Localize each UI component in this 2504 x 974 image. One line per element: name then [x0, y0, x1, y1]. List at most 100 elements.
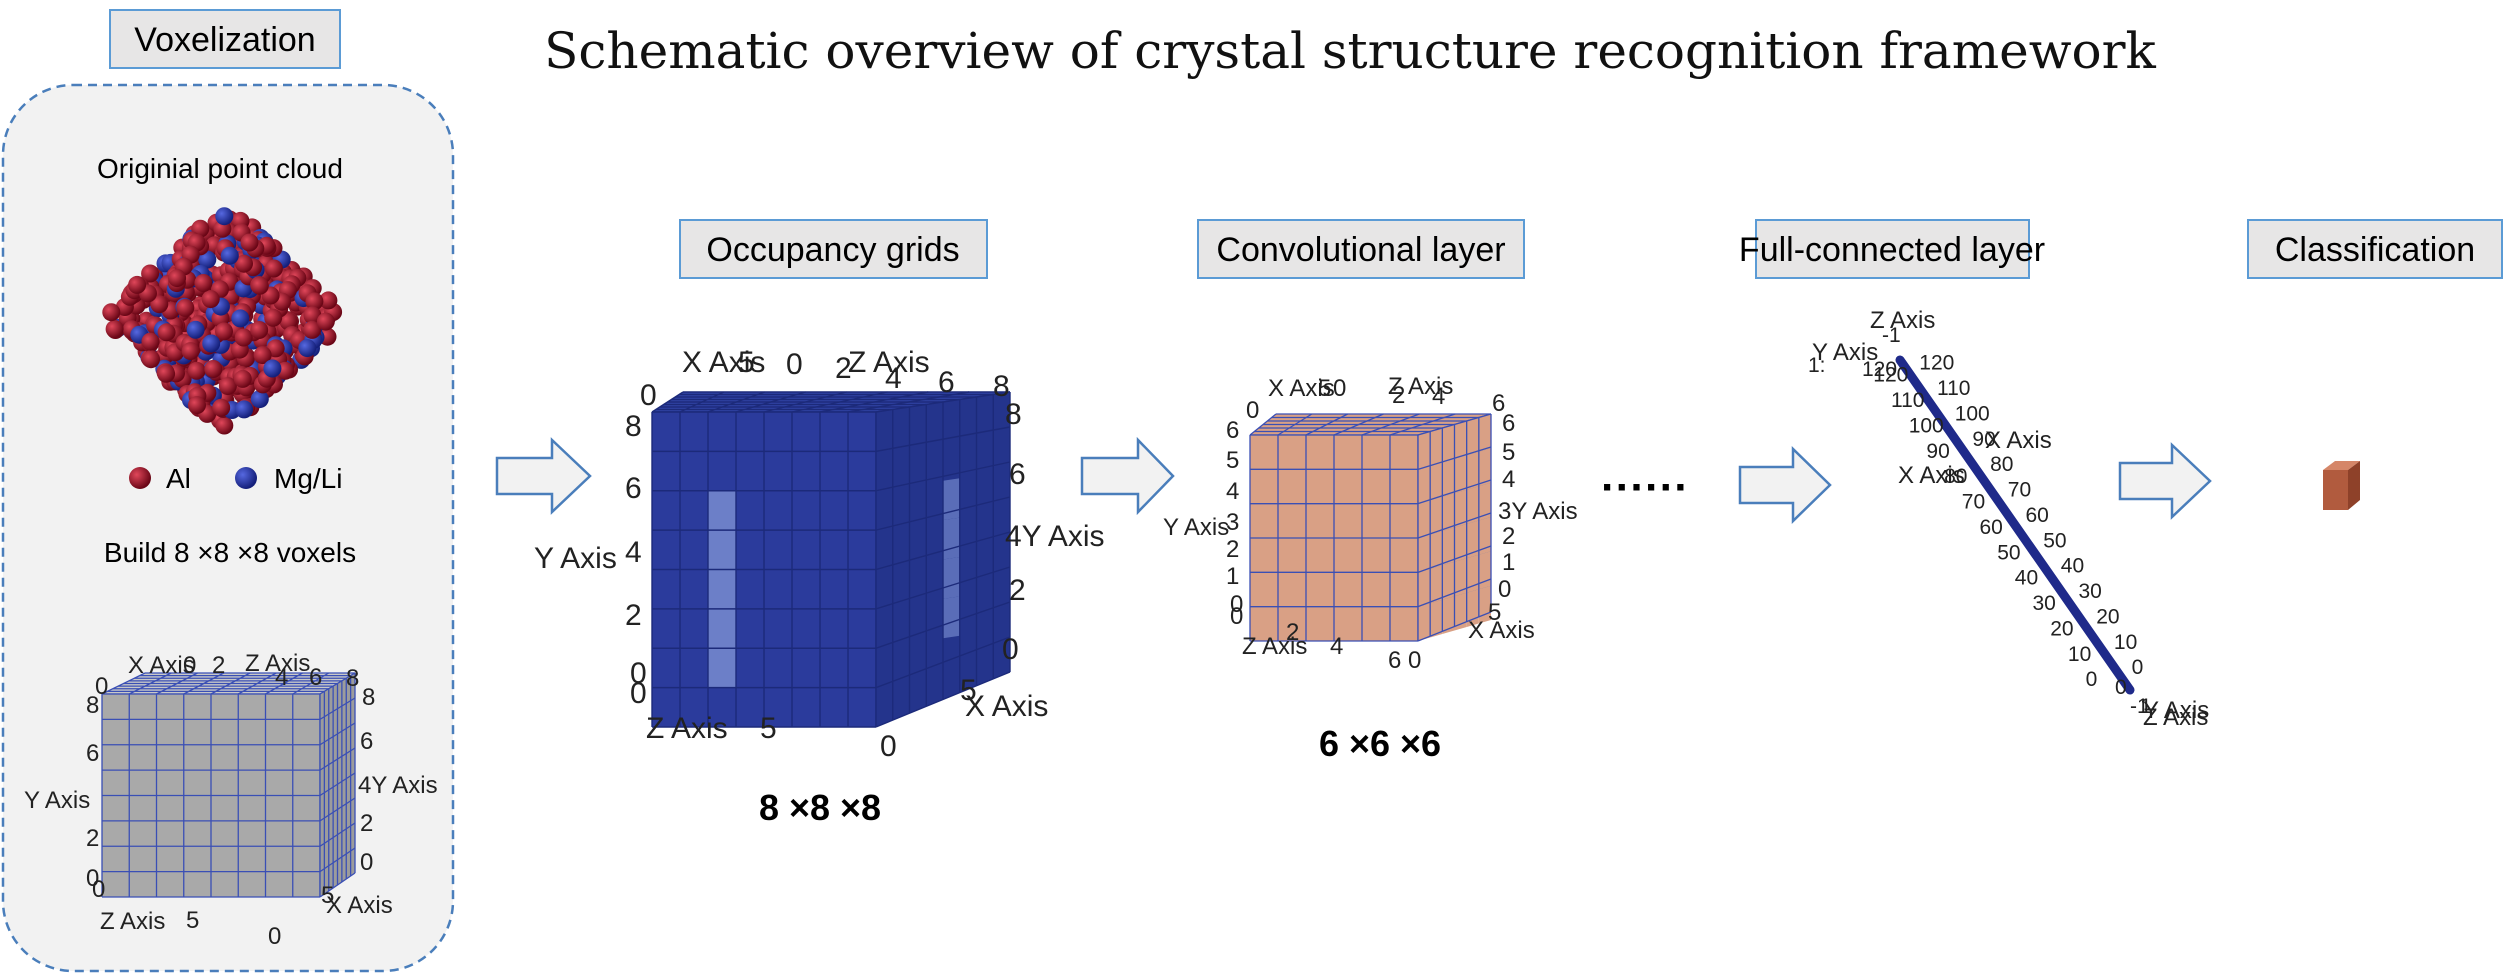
arrow-2 [1080, 436, 1175, 516]
gray-voxel-cube [101, 672, 356, 898]
svg-text:6: 6 [625, 472, 642, 505]
occ-y-axis-right: 4Y Axis [1005, 520, 1105, 553]
gray-y-axis-right: 4Y Axis [358, 772, 438, 799]
point-cloud-label: Originial point cloud [97, 153, 343, 184]
svg-text:0: 0 [630, 677, 647, 710]
svg-text:0: 0 [1408, 647, 1421, 674]
occ-x-axis-top: X Axis [682, 346, 765, 379]
svg-text:6: 6 [1388, 647, 1401, 674]
diagram-title: Schematic overview of crystal structure … [544, 22, 2156, 80]
arrow-4 [2118, 442, 2212, 520]
occupancy-voxel-cube [651, 391, 1011, 728]
conv-axis-labels: X Axis Z Axis Y Axis 3Y Axis Z Axis X Ax… [1163, 373, 1578, 674]
svg-text:1: 1 [2140, 695, 2152, 718]
gray-x-axis-top: X Axis [128, 652, 195, 679]
svg-text:6: 6 [1009, 458, 1026, 491]
classification-stage-box: Classification [2247, 219, 2503, 279]
occ-x-axis-bottom: X Axis [965, 690, 1048, 723]
fc-stage-box: Full-connected layer [1739, 219, 2045, 279]
gray-cube-axis-labels: X Axis Z Axis Y Axis 4Y Axis Z Axis X Ax… [24, 650, 438, 950]
svg-text:4: 4 [885, 362, 902, 395]
voxelization-label: Voxelization [134, 21, 315, 59]
occupancy-stage-box: Occupancy grids [679, 219, 988, 279]
fc-tick-left: 0 [2086, 668, 2098, 691]
fc-x-axis-mid: X Axis [1898, 462, 1965, 489]
svg-text:0: 0 [630, 657, 647, 690]
fc-y-axis-top: Y Axis [1812, 339, 1878, 366]
svg-text:2: 2 [86, 825, 99, 852]
svg-text:8: 8 [362, 684, 375, 711]
svg-text:5: 5 [1226, 447, 1239, 474]
svg-text:120: 120 [1862, 358, 1897, 381]
arrow-1 [495, 437, 592, 515]
svg-text:0: 0 [183, 652, 196, 679]
svg-text:8: 8 [86, 692, 99, 719]
svg-text:0: 0 [1230, 603, 1243, 630]
svg-text:4: 4 [1330, 633, 1343, 660]
conv-z-axis-top: Z Axis [1388, 373, 1453, 400]
classification-label: Classification [2275, 231, 2475, 269]
svg-text:4: 4 [1432, 383, 1445, 410]
conv-dimensions: 6 ×6 ×6 [1319, 723, 1441, 764]
conv-y-axis-left: Y Axis [1163, 514, 1229, 541]
svg-text:5: 5 [1488, 599, 1501, 626]
svg-text:5: 5 [760, 712, 777, 745]
svg-text:5: 5 [186, 907, 199, 934]
fc-tick-right: 50 [2043, 529, 2066, 552]
fc-y-axis-bottom: Y Axis [2143, 697, 2209, 724]
svg-text:0: 0 [1246, 397, 1259, 424]
svg-text:4: 4 [1502, 466, 1515, 493]
svg-text:0: 0 [1333, 375, 1346, 402]
fc-bar [1895, 355, 2135, 695]
fc-tick-left: 20 [2050, 618, 2073, 641]
fc-tick-left: 120 [1873, 364, 1908, 387]
occ-z-axis-top: Z Axis [848, 346, 930, 379]
fc-tick-right: 90 [1972, 428, 1995, 451]
fc-tick-right: 20 [2096, 606, 2119, 629]
svg-text:2: 2 [212, 652, 225, 679]
svg-text:-1: -1 [2130, 695, 2149, 718]
fc-tick-right: 10 [2114, 631, 2137, 654]
gray-z-axis-bottom: Z Axis [100, 908, 165, 935]
svg-text:8: 8 [1005, 398, 1022, 431]
classification-cube [2323, 461, 2360, 510]
svg-text:8: 8 [346, 665, 359, 692]
occupancy-dimensions: 8 ×8 ×8 [759, 787, 881, 828]
svg-text:3: 3 [1226, 509, 1239, 536]
build-voxels-text: Build 8 ×8 ×8 voxels [104, 537, 356, 568]
svg-text:0: 0 [1002, 633, 1019, 666]
svg-text:5: 5 [1502, 439, 1515, 466]
fc-z-axis-top: Z Axis [1870, 307, 1935, 334]
svg-text:5: 5 [321, 882, 334, 909]
fc-x-axis-right: X Axis [1985, 427, 2052, 454]
svg-text:0: 0 [360, 849, 373, 876]
svg-text:0: 0 [1498, 576, 1511, 603]
svg-text:6: 6 [1492, 390, 1505, 417]
arrow-3 [1738, 446, 1832, 524]
svg-text:5: 5 [1318, 375, 1331, 402]
fc-tick-right: 0 [2132, 656, 2144, 679]
svg-text:2: 2 [1502, 523, 1515, 550]
svg-text:2: 2 [625, 599, 642, 632]
gray-x-axis-bottom: X Axis [326, 892, 393, 919]
fc-tick-right: 40 [2061, 555, 2084, 578]
svg-text:4: 4 [625, 536, 642, 569]
legend-mg-li-label: Mg/Li [274, 463, 342, 494]
legend-al-label: Al [166, 463, 191, 494]
svg-text:0: 0 [1230, 591, 1243, 618]
fc-tick-left: 80 [1944, 465, 1967, 488]
svg-text:5: 5 [738, 346, 755, 379]
svg-text:6: 6 [938, 366, 955, 399]
fc-tick-left: 60 [1980, 516, 2003, 539]
conv-x-axis-top: X Axis [1268, 375, 1335, 402]
svg-text:0: 0 [92, 876, 105, 903]
fc-tick-left: 30 [2033, 592, 2056, 615]
svg-text:6: 6 [1226, 417, 1239, 444]
svg-text:2: 2 [360, 810, 373, 837]
fc-tick-left: 70 [1962, 491, 1985, 514]
svg-text:8: 8 [993, 370, 1010, 403]
svg-text:1: 1 [1502, 549, 1515, 576]
legend-al-marker [129, 467, 151, 489]
conv-label: Convolutional layer [1216, 231, 1505, 269]
